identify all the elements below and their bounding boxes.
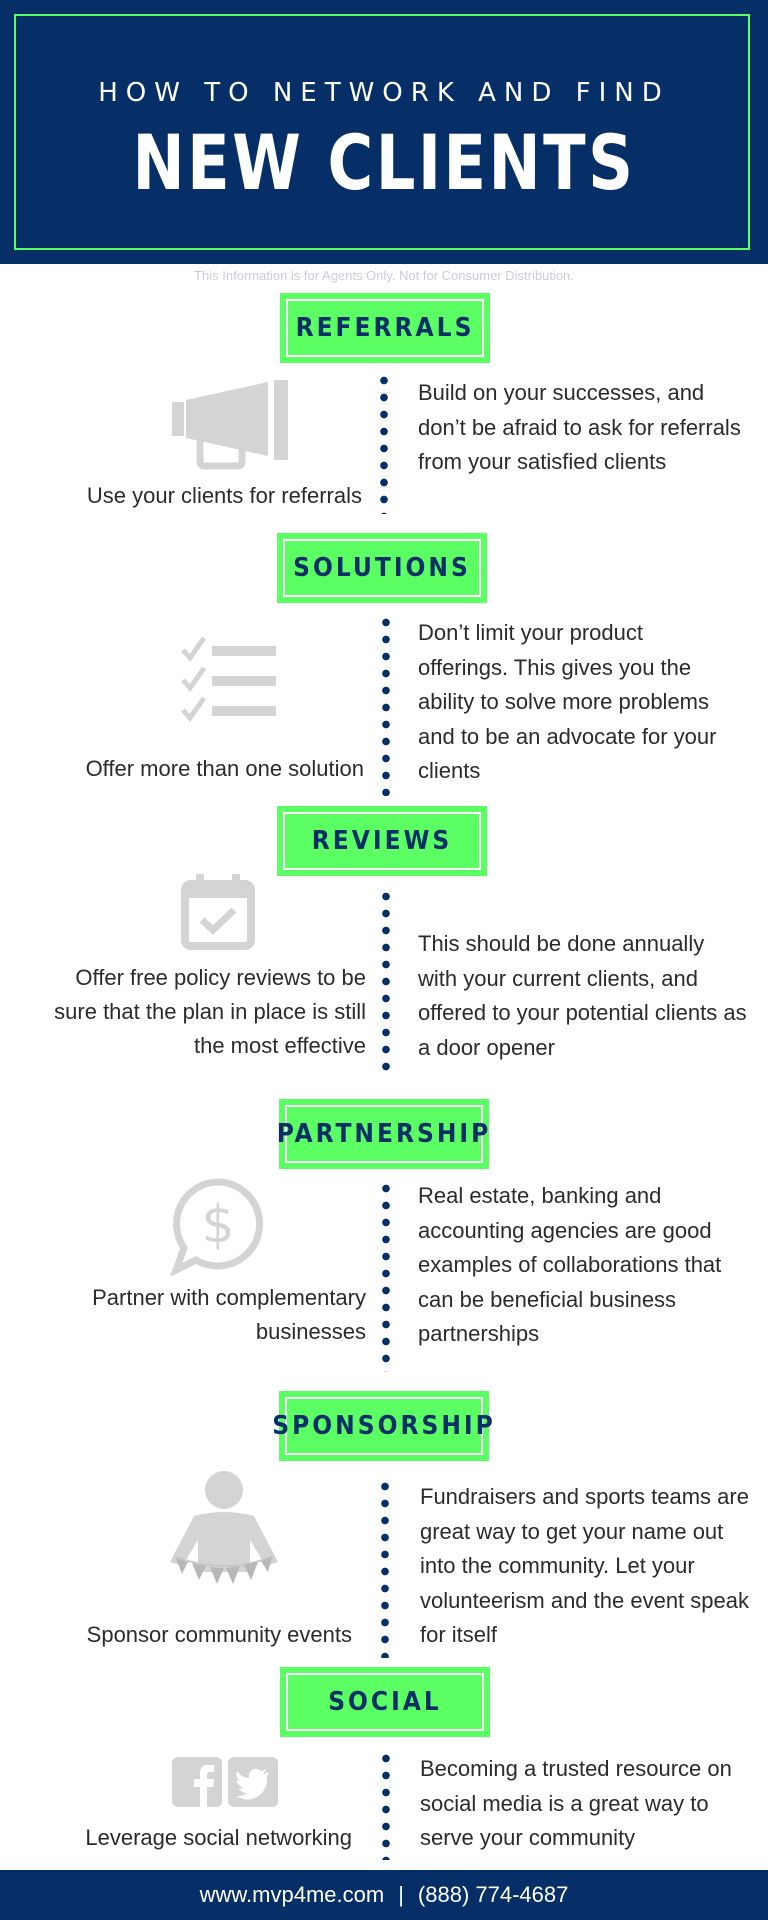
- header-title: NEW CLIENTS: [132, 118, 636, 207]
- checklist-icon: [181, 636, 276, 723]
- facebook-icon: [172, 1757, 222, 1807]
- phone-number[interactable]: (888) 774-4687: [417, 1882, 569, 1907]
- section-label-referrals: REFERRALS: [280, 293, 490, 363]
- website-link[interactable]: www.mvp4me.com: [199, 1882, 385, 1907]
- dotted-divider: [382, 1180, 390, 1372]
- section-label-reviews: REVIEWS: [277, 806, 487, 876]
- section-label-solutions: SOLUTIONS: [277, 533, 487, 603]
- twitter-icon: [228, 1757, 278, 1807]
- right-text-partnership: Real estate, banking and accounting agen…: [418, 1183, 722, 1346]
- left-text-referrals: Use your clients for referrals: [86, 483, 362, 508]
- section-label-text: SPONSORSHIP: [272, 1397, 493, 1455]
- section-label-text: SOCIAL: [286, 1673, 484, 1731]
- dollar-speech-bubble-icon: $: [170, 1178, 264, 1276]
- section-label-sponsorship: SPONSORSHIP: [272, 1391, 493, 1461]
- left-text-sponsorship: Sponsor community events: [86, 1622, 352, 1647]
- dotted-divider: [380, 372, 388, 514]
- section-label-text: REVIEWS: [283, 812, 481, 870]
- section-label-social: SOCIAL: [280, 1667, 490, 1737]
- svg-text:$: $: [201, 1195, 234, 1255]
- dotted-divider: [382, 614, 390, 796]
- left-text-partnership: Partner with complementary businesses: [92, 1285, 366, 1344]
- header-frame: [14, 14, 750, 250]
- calendar-check-icon: [181, 874, 255, 950]
- dotted-divider: [382, 1750, 390, 1860]
- right-text-sponsorship: Fundraisers and sports teams are great w…: [420, 1484, 749, 1647]
- right-text-social: Becoming a trusted resource on social me…: [420, 1756, 732, 1850]
- megaphone-icon: [172, 380, 288, 470]
- footer-bar: www.mvp4me.com | (888) 774-4687: [0, 1870, 768, 1920]
- section-label-text: PARTNERSHIP: [277, 1105, 488, 1163]
- section-label-text: REFERRALS: [286, 299, 484, 357]
- header-banner: HOW TO NETWORK AND FIND NEW CLIENTS: [0, 0, 768, 264]
- section-label-partnership: PARTNERSHIP: [277, 1099, 489, 1169]
- right-text-solutions: Don’t limit your product offerings. This…: [418, 620, 717, 783]
- left-text-social: Leverage social networking: [85, 1825, 352, 1850]
- header-subtitle: HOW TO NETWORK AND FIND: [98, 78, 670, 108]
- disclaimer: This Information is for Agents Only. Not…: [194, 268, 574, 283]
- footer-separator: |: [398, 1882, 404, 1907]
- person-bunting-icon: [170, 1471, 278, 1584]
- right-text-reviews: This should be done annually with your c…: [418, 931, 747, 1060]
- right-text-referrals: Build on your successes, and don’t be af…: [418, 380, 741, 474]
- section-label-text: SOLUTIONS: [283, 539, 481, 597]
- left-text-solutions: Offer more than one solution: [85, 756, 364, 781]
- dotted-divider: [382, 888, 390, 1078]
- left-text-reviews: Offer free policy reviews to be sure tha…: [54, 965, 366, 1058]
- dotted-divider: [381, 1478, 389, 1658]
